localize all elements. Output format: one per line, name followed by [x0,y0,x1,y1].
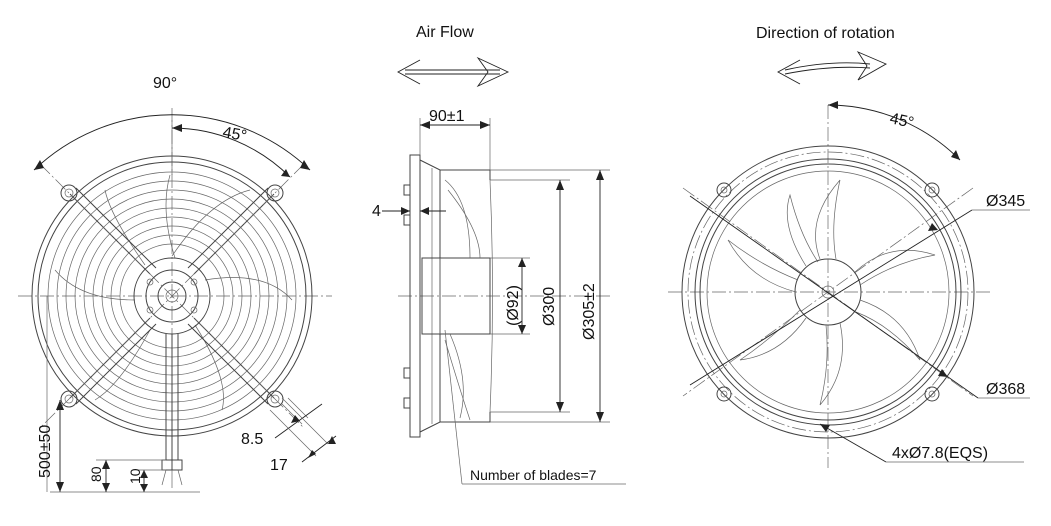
holes-dimension: 4xØ7.8(EQS) [819,423,1024,463]
diameter-368-dimension: Ø368 [689,195,1030,399]
dim-80-label: 80 [88,466,104,482]
air-flow-title: Air Flow [416,24,474,41]
dim-4-label: 4 [372,203,381,220]
diameter-305-dimension: Ø305±2 [490,169,610,423]
hub-diameter-dimension: (Ø92) [490,257,530,335]
dim-10-label: 10 [127,468,143,484]
front-angle-45-dimension: 45° [171,120,291,178]
front-angle-90-dimension: 90° [33,75,311,171]
angle-90-label: 90° [153,75,177,92]
dim-17: 17 [269,397,337,474]
diameter-345-dimension: Ø345 [689,193,1030,386]
cable-length-dimension: 500±50 [37,296,200,493]
dim-17-label: 17 [270,457,288,474]
rotation-title: Direction of rotation [756,25,895,42]
side-view [398,154,610,438]
rear-view [668,105,990,468]
dim-10: 10 [127,468,166,492]
diameter-300-dimension: Ø300 [490,179,570,413]
diameter-305-label: Ø305±2 [581,283,598,340]
dim-8-5-label: 8.5 [241,431,263,448]
rear-angle-45-dimension: 45° [827,101,961,161]
rotation-arrow-icon [777,51,888,85]
diameter-368-label: Ø368 [986,381,1025,398]
depth-dimension: 90±1 [419,108,491,170]
dim-4: 4 [372,203,446,220]
cable-length-label: 500±50 [37,425,54,478]
blades-note-label: Number of blades=7 [470,467,597,483]
blades-note: Number of blades=7 [444,329,626,485]
front-view [18,108,332,488]
hub-diameter-label: (Ø92) [505,285,522,326]
air-flow-arrow-icon [397,56,510,88]
holes-label: 4xØ7.8(EQS) [892,445,988,462]
diameter-300-label: Ø300 [541,287,558,326]
dim-80: 80 [88,459,166,492]
diameter-345-label: Ø345 [986,193,1025,210]
dim-8-5: 8.5 [241,397,323,448]
rear-angle-45-label: 45° [888,110,915,132]
depth-label: 90±1 [429,108,465,125]
angle-45-label: 45° [221,124,248,145]
